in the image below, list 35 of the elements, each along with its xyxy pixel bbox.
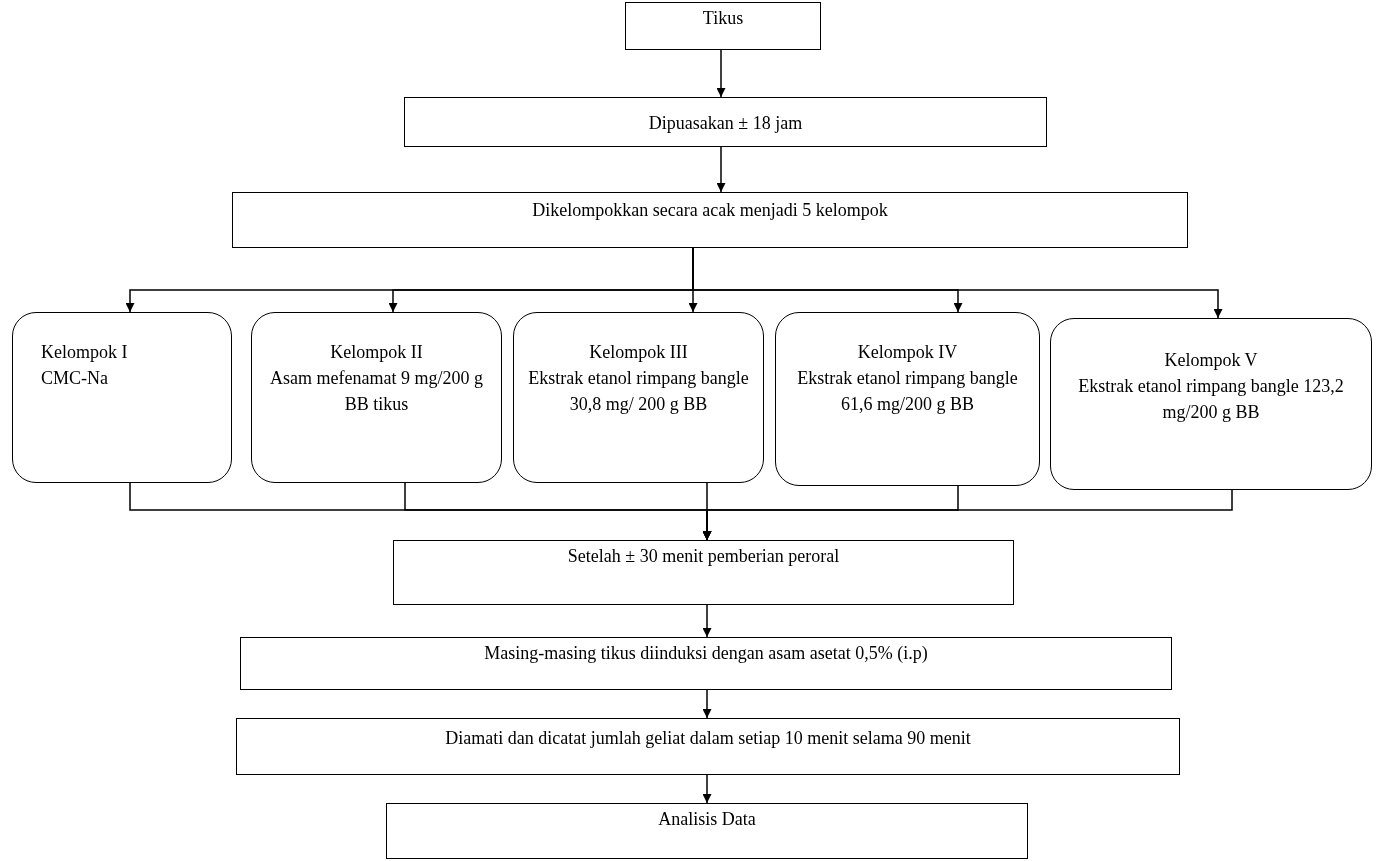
group-heading: Kelompok V [1164, 349, 1258, 372]
group-box [513, 312, 764, 483]
arrow [702, 489, 1233, 541]
group-box [12, 312, 232, 483]
group-box [251, 312, 502, 483]
process-box [386, 803, 1028, 859]
step-text: Diamati dan dicatat jumlah geliat dalam setiap 10 menit selama 90 menit [445, 727, 971, 750]
process-box [625, 2, 821, 50]
group-heading: Kelompok II [330, 341, 423, 364]
step-text: Dipuasakan ± 18 jam [648, 112, 803, 135]
step-text: Ekstrak etanol rimpang bangle 61,6 mg/200 g BB [796, 367, 1019, 417]
group-box [775, 312, 1040, 486]
step-text: Masing-masing tikus diinduksi dengan asam asetat 0,5% (i.p) [484, 642, 928, 665]
process-box [404, 97, 1047, 147]
group-box [1050, 318, 1372, 490]
arrow [716, 49, 726, 98]
step-text: Analisis Data [658, 808, 756, 831]
process-box [236, 718, 1180, 775]
group-heading: Kelompok I [41, 341, 128, 364]
process-box [240, 637, 1172, 690]
process-box [232, 192, 1188, 248]
group-heading: Kelompok III [589, 341, 688, 364]
step-text: Tikus [702, 7, 744, 30]
step-text: Asam mefenamat 9 mg/200 g BB tikus [269, 367, 484, 417]
step-text: Ekstrak etanol rimpang bangle 123,2 mg/200 g BB [1077, 375, 1345, 425]
arrow [702, 604, 712, 638]
arrow [702, 689, 712, 719]
process-box [393, 540, 1014, 605]
arrow [716, 146, 726, 193]
step-text: Ekstrak etanol rimpang bangle 30,8 mg/ 200 g BB [527, 367, 750, 417]
step-text: CMC-Na [41, 367, 108, 391]
step-text: Dikelompokkan secara acak menjadi 5 kelompok [532, 199, 888, 222]
group-heading: Kelompok IV [857, 341, 958, 364]
arrow [702, 774, 712, 804]
step-text: Setelah ± 30 menit pemberian peroral [567, 545, 840, 568]
